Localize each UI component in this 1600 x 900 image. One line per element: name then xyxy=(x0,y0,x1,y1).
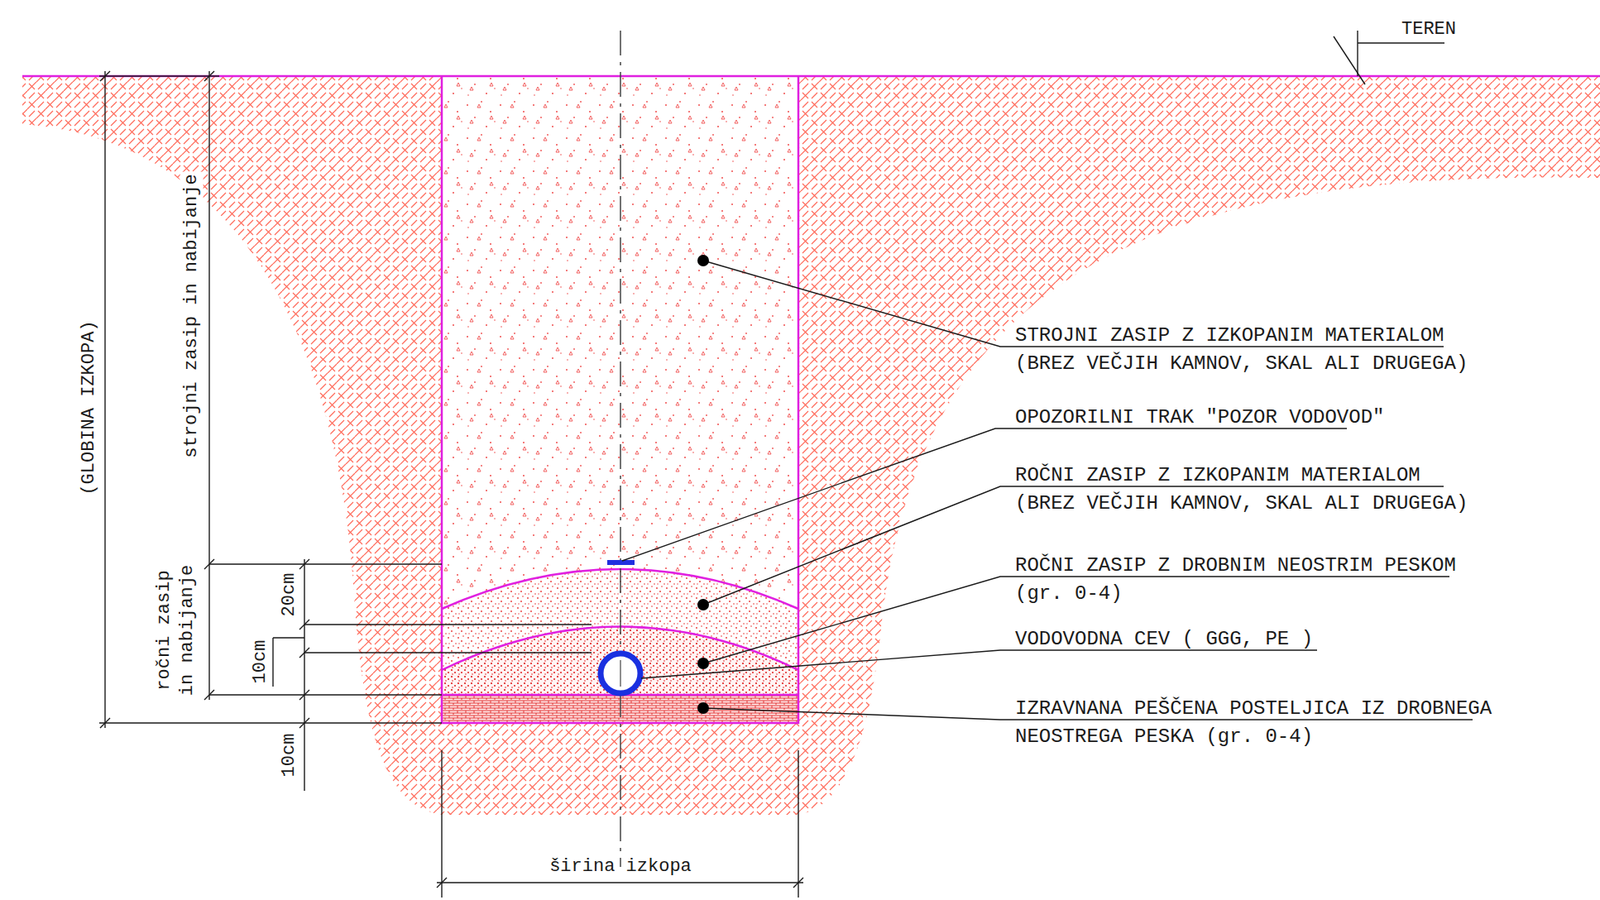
water-pipe xyxy=(600,653,641,694)
callout-label: IZRAVNANA PEŠČENA POSTELJICA IZ DROBNEGA… xyxy=(1015,694,1512,752)
width-dimension: širina izkopa xyxy=(549,855,692,879)
callout-label: ROČNI ZASIP Z DROBNIM NEOSTRIM PESKOM (g… xyxy=(1015,551,1491,609)
dimension-value: 10cm xyxy=(249,640,273,685)
sand-backfill-texture xyxy=(441,627,799,696)
dimension-value: 10cm xyxy=(277,733,302,778)
hand-fill-dimension: ročni zasip in nabijanje xyxy=(153,560,200,701)
depth-dimension: (GLOBINA IZKOPA) xyxy=(77,317,101,498)
callout-label: OPOZORILNI TRAK "POZOR VODOVOD" xyxy=(1015,403,1491,432)
trench-outline xyxy=(22,76,1600,724)
callout-dots xyxy=(697,254,709,714)
centre-line xyxy=(619,30,622,868)
terrain-label: TEREN xyxy=(1401,18,1457,42)
sand-backfill xyxy=(441,627,799,696)
callout-label: STROJNI ZASIP Z IZKOPANIM MATERIALOM (BR… xyxy=(1015,321,1491,379)
pipe-axis xyxy=(619,660,621,687)
machine-fill-dimension: strojni zasip in nabijanje xyxy=(180,171,204,460)
warning-tape xyxy=(607,560,635,566)
callout-label: VODOVODNA CEV ( GGG, PE ) xyxy=(1015,625,1491,654)
dimension-value: 20cm xyxy=(277,573,302,618)
soil-hatch xyxy=(22,76,1600,815)
callout-label: ROČNI ZASIP Z IZKOPANIM MATERIALOM (BREZ… xyxy=(1015,461,1491,518)
